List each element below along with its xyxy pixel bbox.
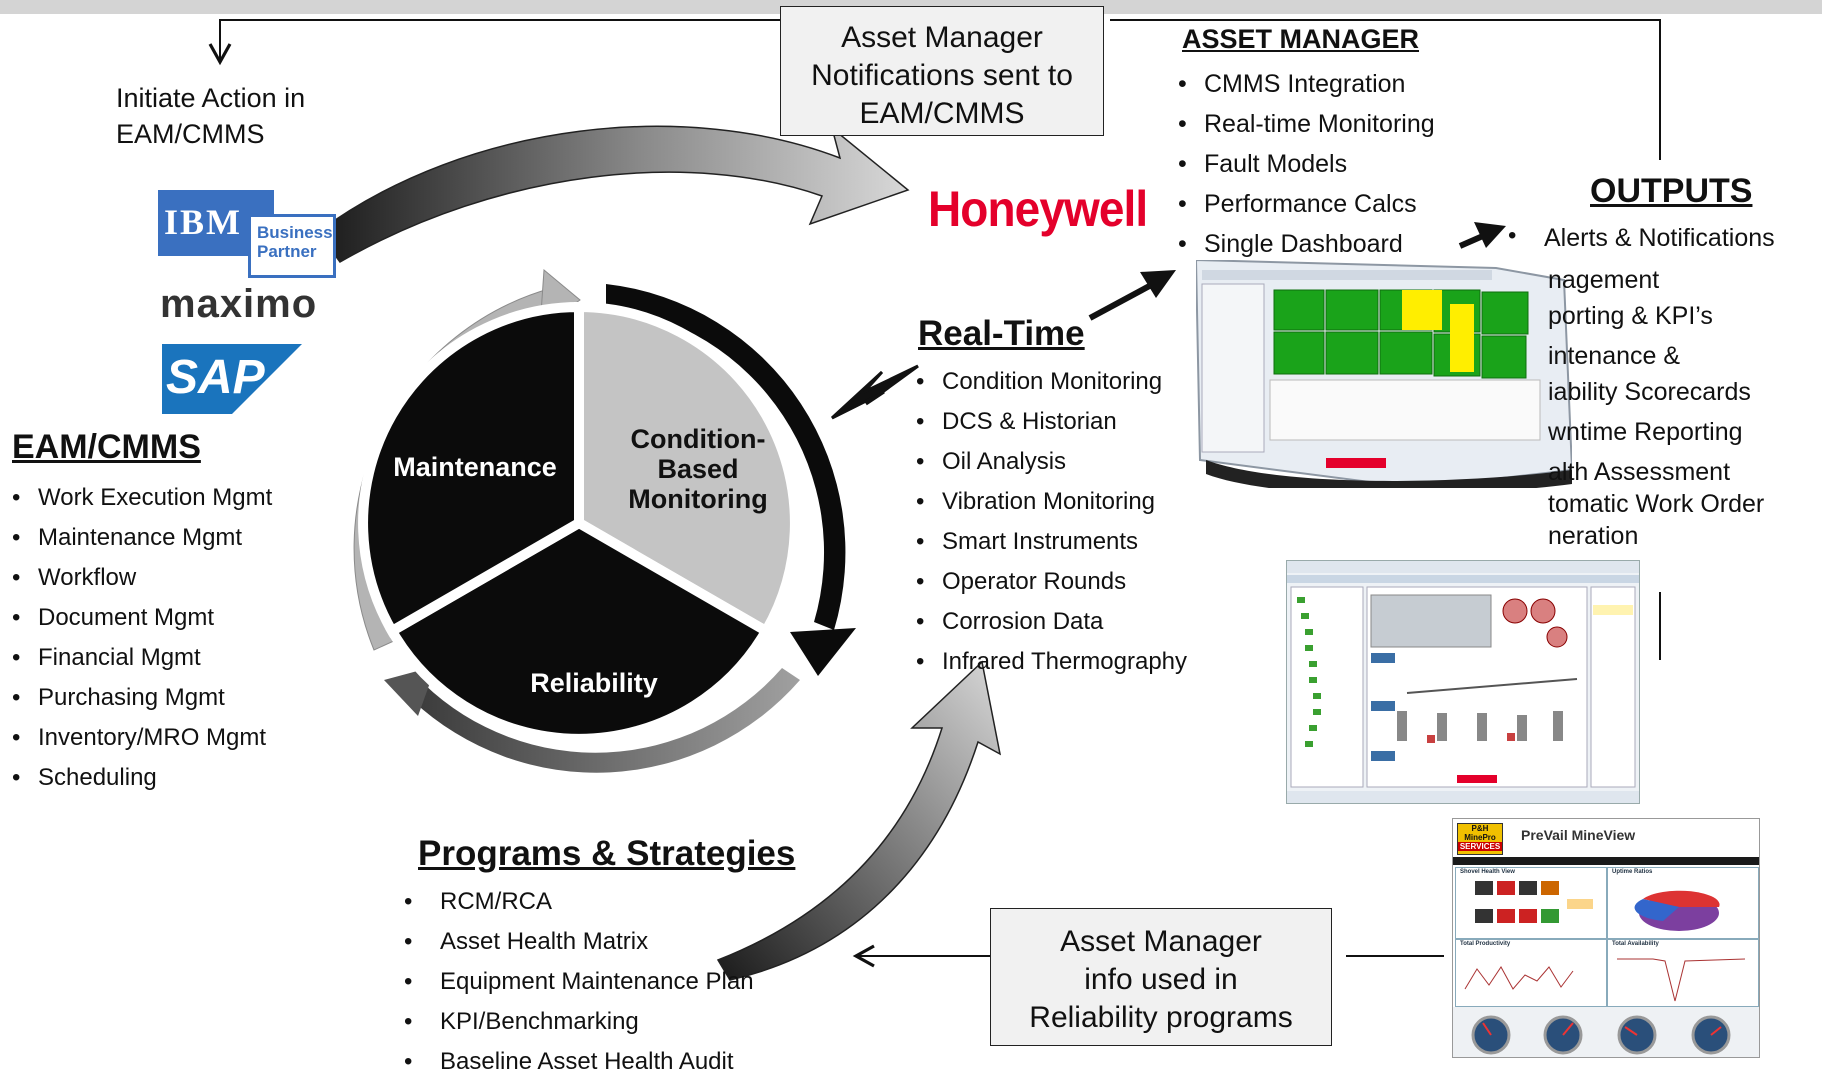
- realtime-item: Oil Analysis: [916, 442, 1187, 482]
- eam-item: Document Mgmt: [12, 598, 272, 638]
- honeywell-logo: Honeywell: [928, 181, 1148, 237]
- programs-item: Equipment Maintenance Plan: [404, 962, 754, 1002]
- mineview-panel-4: Total Availability: [1612, 941, 1659, 947]
- mineview-panel-3: Total Productivity: [1460, 941, 1511, 947]
- eam-item: Scheduling: [12, 758, 272, 798]
- programs-list: RCM/RCA Asset Health Matrix Equipment Ma…: [404, 882, 754, 1082]
- arrow-realtime-to-manager: [1088, 270, 1176, 321]
- programs-item: RCM/RCA: [404, 882, 754, 922]
- info-line-2: info used in: [1084, 963, 1238, 996]
- realtime-title: Real-Time: [918, 314, 1085, 353]
- mineview-brand-3: SERVICES: [1458, 842, 1502, 851]
- realtime-item: Corrosion Data: [916, 602, 1187, 642]
- notifications-line-2: Notifications sent to: [811, 59, 1073, 92]
- outputs-item: alth Assessment: [1548, 458, 1731, 486]
- asset-manager-item: Real-time Monitoring: [1178, 104, 1435, 144]
- ibm-partner-line-2: Partner: [257, 242, 317, 261]
- outputs-item: nagement: [1548, 266, 1660, 294]
- cbm-line-2: Based: [657, 454, 739, 484]
- outputs-item: tomatic Work Order: [1548, 490, 1765, 518]
- notifications-line-3: EAM/CMMS: [859, 97, 1025, 130]
- mineview-title: PreVail MineView: [1521, 827, 1636, 843]
- sap-logo: SAP: [162, 344, 302, 414]
- asset-manager-dashboard-screenshot: [1196, 260, 1572, 488]
- outputs-item: iability Scorecards: [1548, 378, 1751, 406]
- notification-loop-line: [208, 19, 1661, 160]
- cbm-line-1: Condition-: [630, 424, 766, 454]
- mineview-brand-1: P&H: [1471, 824, 1489, 833]
- reliability-label: Reliability: [530, 668, 658, 698]
- eam-item: Work Execution Mgmt: [12, 478, 272, 518]
- lightning-bolt-icon: [830, 364, 919, 420]
- info-return-line: [852, 592, 1661, 968]
- notifications-box: Asset Manager Notifications sent to EAM/…: [780, 6, 1104, 136]
- sap-text: SAP: [166, 351, 265, 404]
- realtime-list: Condition Monitoring DCS & Historian Oil…: [916, 362, 1187, 682]
- ibm-text: IBM: [164, 198, 242, 243]
- maintenance-label: Maintenance: [393, 452, 557, 482]
- realtime-item: Condition Monitoring: [916, 362, 1187, 402]
- realtime-item: Operator Rounds: [916, 562, 1187, 602]
- mineview-panel-2: Uptime Ratios: [1612, 869, 1653, 875]
- programs-item: KPI/Benchmarking: [404, 1002, 754, 1042]
- outputs-item: wntime Reporting: [1548, 418, 1743, 446]
- realtime-item: Vibration Monitoring: [916, 482, 1187, 522]
- programs-item: Asset Health Matrix: [404, 922, 754, 962]
- outputs-bullet: •: [1508, 222, 1517, 249]
- maximo-logo: maximo: [160, 282, 318, 326]
- info-used-box: Asset Manager info used in Reliability p…: [990, 908, 1332, 1046]
- arrow-to-outputs: [1458, 222, 1506, 249]
- asset-manager-item: Fault Models: [1178, 144, 1435, 184]
- mineview-brand-2: MinePro: [1464, 833, 1496, 842]
- asset-manager-item: Performance Calcs: [1178, 184, 1435, 224]
- cbm-line-3: Monitoring: [628, 484, 768, 514]
- outputs-item: intenance &: [1548, 342, 1681, 370]
- turbine-schematic-screenshot: [1286, 560, 1640, 804]
- realtime-item: Infrared Thermography: [916, 642, 1187, 682]
- cycle-pie: [358, 301, 800, 744]
- eam-list: Work Execution Mgmt Maintenance Mgmt Wor…: [12, 478, 272, 798]
- programs-item: Baseline Asset Health Audit: [404, 1042, 754, 1082]
- outputs-item: porting & KPI’s: [1548, 302, 1713, 330]
- info-line-3: Reliability programs: [1029, 1001, 1293, 1034]
- initiate-action-text: Initiate Action in EAM/CMMS: [116, 80, 305, 152]
- eam-item: Maintenance Mgmt: [12, 518, 272, 558]
- mineview-panel-1: Shovel Health View: [1460, 869, 1515, 875]
- eam-title: EAM/CMMS: [12, 428, 201, 466]
- eam-item: Financial Mgmt: [12, 638, 272, 678]
- realtime-item: DCS & Historian: [916, 402, 1187, 442]
- outputs-item: Alerts & Notifications: [1544, 224, 1775, 252]
- asset-manager-item: CMMS Integration: [1178, 64, 1435, 104]
- asset-manager-list: CMMS Integration Real-time Monitoring Fa…: [1178, 64, 1435, 264]
- eam-item: Workflow: [12, 558, 272, 598]
- ibm-business-partner-logo: IBM Business Partner: [158, 190, 338, 282]
- outputs-item: neration: [1548, 522, 1639, 550]
- mineview-screenshot: P&H MinePro SERVICES PreVail MineView Sh…: [1452, 818, 1760, 1058]
- asset-manager-title: ASSET MANAGER: [1182, 24, 1420, 54]
- asset-manager-item: Single Dashboard: [1178, 224, 1435, 264]
- programs-title: Programs & Strategies: [418, 834, 796, 873]
- info-line-1: Asset Manager: [1060, 925, 1262, 958]
- outputs-list-cont: nagement porting & KPI’s intenance & iab…: [1548, 262, 1820, 554]
- notifications-line-1: Asset Manager: [841, 21, 1043, 54]
- ibm-partner-line-1: Business: [257, 223, 333, 242]
- eam-item: Purchasing Mgmt: [12, 678, 272, 718]
- outputs-list: Alerts & Notifications: [1544, 222, 1822, 254]
- realtime-item: Smart Instruments: [916, 522, 1187, 562]
- initiate-line-2: EAM/CMMS: [116, 119, 265, 149]
- initiate-line-1: Initiate Action in: [116, 83, 306, 113]
- outputs-title: OUTPUTS: [1590, 172, 1753, 210]
- eam-item: Inventory/MRO Mgmt: [12, 718, 272, 758]
- curved-arrow-top: [316, 125, 910, 263]
- cbm-label: Condition- Based Monitoring: [600, 424, 796, 514]
